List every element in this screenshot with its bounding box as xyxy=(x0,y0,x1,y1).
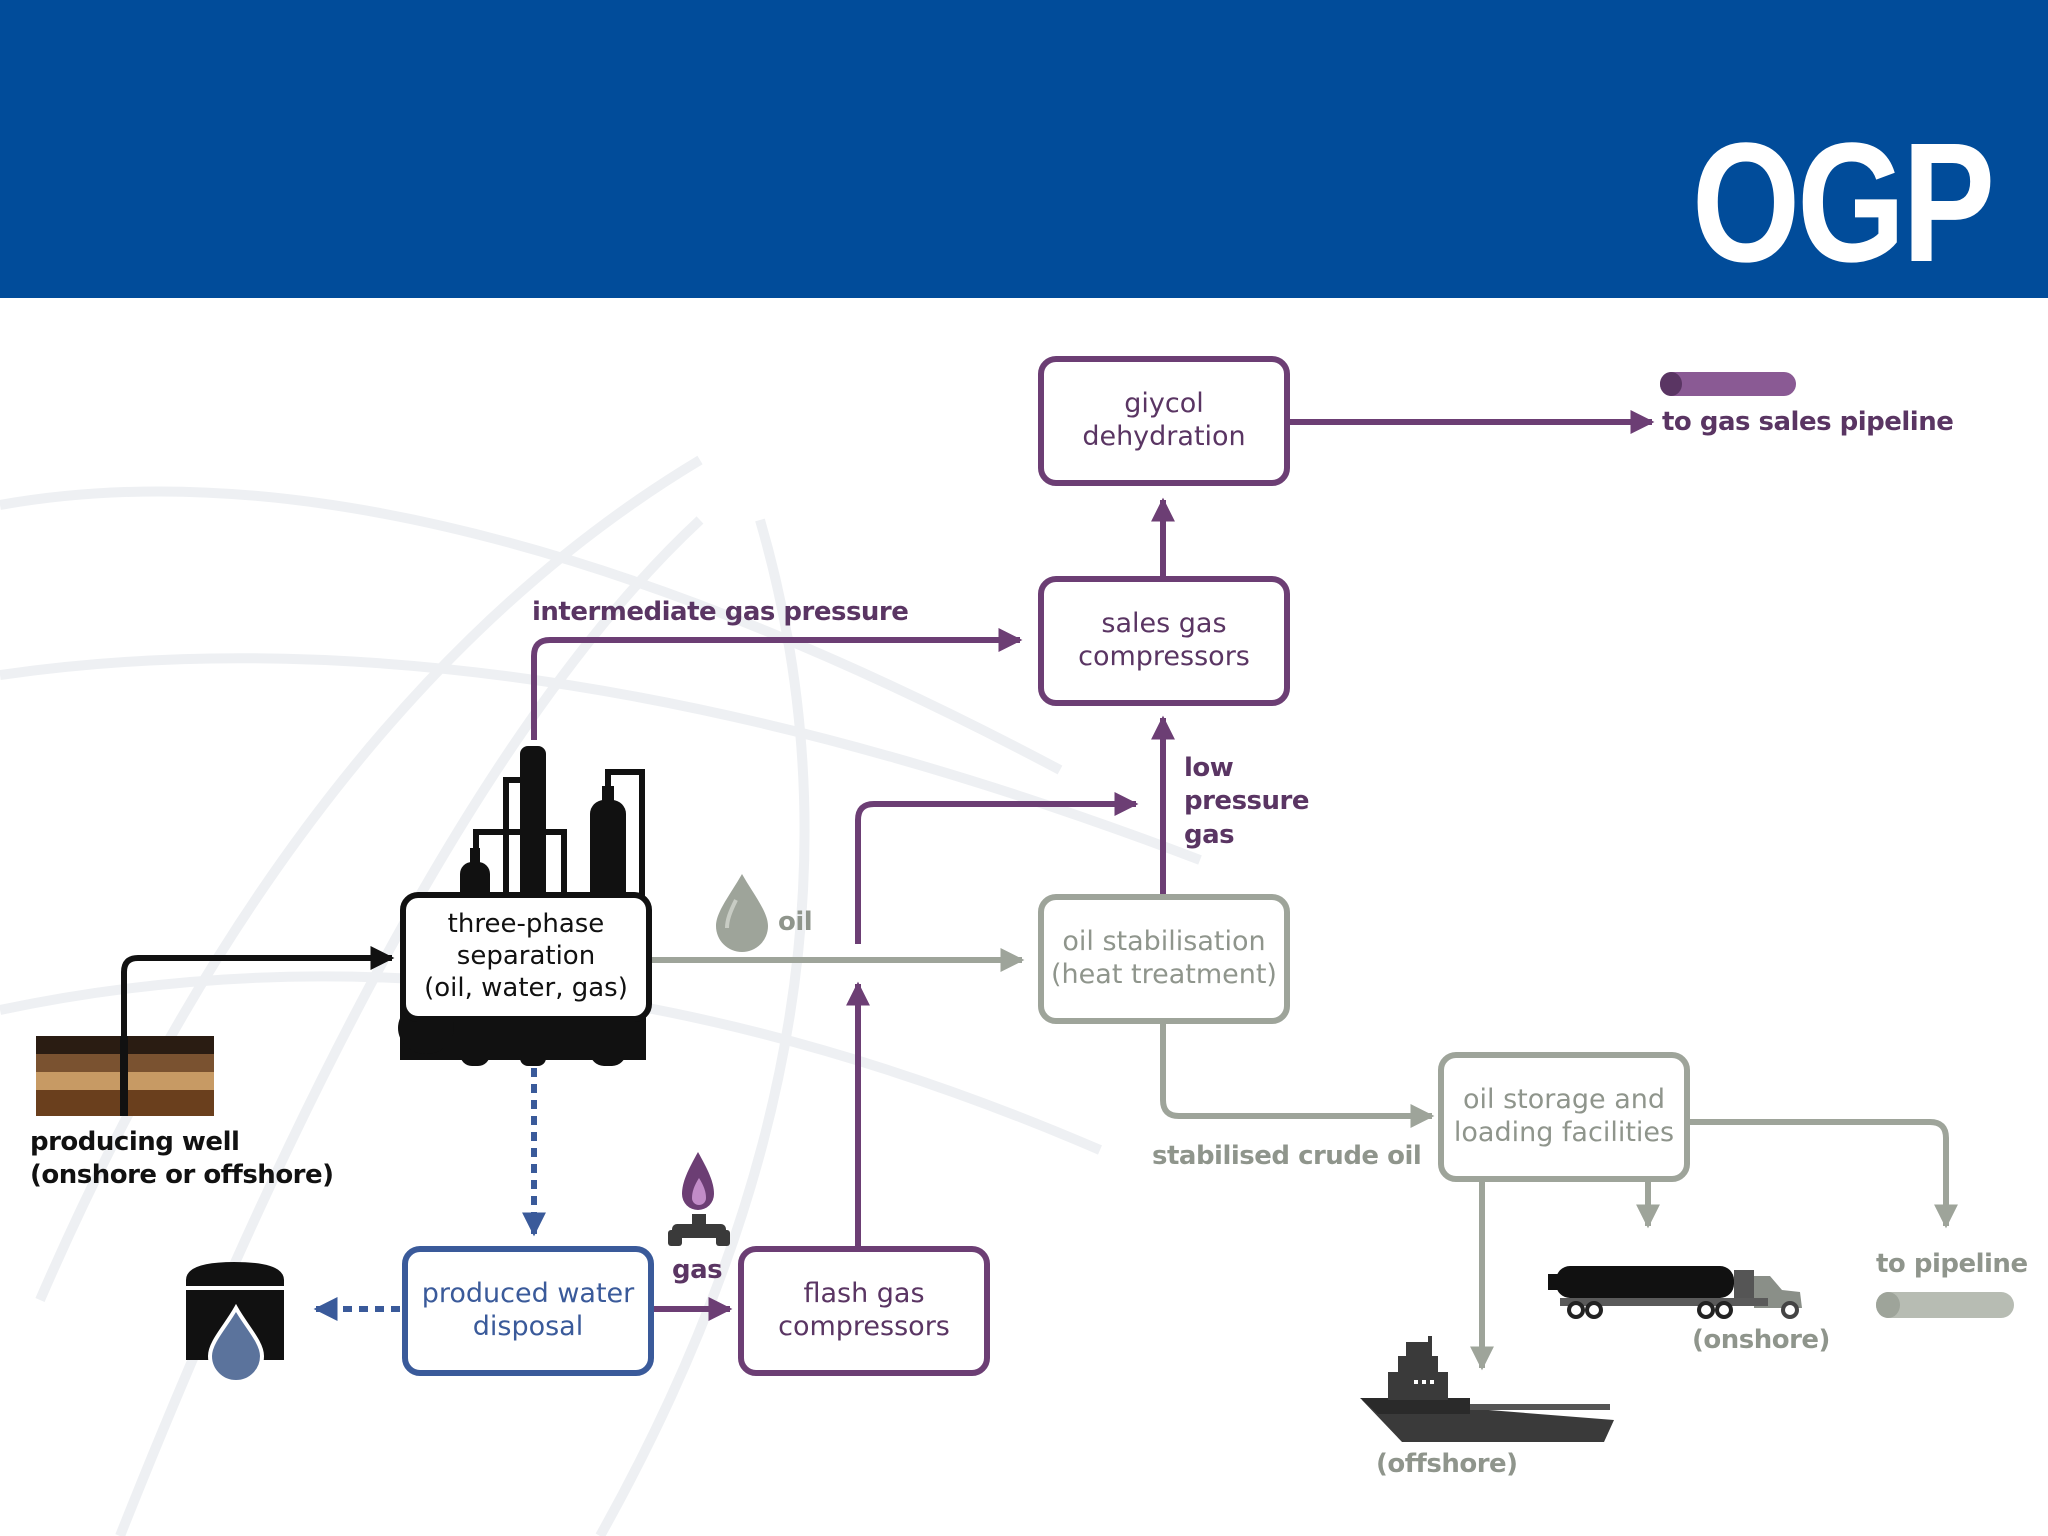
arrow-storage-to-pipeline xyxy=(1688,1119,1958,1229)
ship-icon xyxy=(1360,1336,1614,1442)
water-tank-icon xyxy=(186,1262,284,1384)
stabilised-crude-oil-label: stabilised crude oil xyxy=(1152,1141,1422,1171)
arrow-intermediate-gas xyxy=(531,628,1023,740)
header-banner: OGP xyxy=(0,0,2048,298)
oil-storage-box: oil storage and loading facilities xyxy=(1438,1052,1690,1182)
oil-label: oil xyxy=(778,907,813,937)
oil-stabilisation-box: oil stabilisation (heat treatment) xyxy=(1038,894,1290,1024)
oil-stabilisation-label: oil stabilisation (heat treatment) xyxy=(1051,926,1277,990)
produced-water-disposal-box: produced water disposal xyxy=(402,1246,654,1376)
oil-pipeline-icon xyxy=(1876,1292,2014,1318)
flash-gas-compressors-label: flash gas compressors xyxy=(778,1278,950,1342)
gas-pipeline-icon xyxy=(1660,372,1796,396)
low-pressure-gas-label: low pressure gas xyxy=(1184,753,1309,850)
sales-gas-compressors-label: sales gas compressors xyxy=(1078,608,1250,672)
producing-well-icon xyxy=(36,1036,214,1116)
offshore-label: (offshore) xyxy=(1376,1449,1518,1479)
to-gas-sales-pipeline-label: to gas sales pipeline xyxy=(1662,407,1954,437)
onshore-label: (onshore) xyxy=(1692,1325,1830,1355)
gas-label: gas xyxy=(672,1255,723,1285)
arrow-gas-to-low-pressure xyxy=(855,792,1139,944)
to-pipeline-label: to pipeline xyxy=(1876,1249,2028,1279)
oil-drop-icon xyxy=(716,874,768,952)
gas-flame-icon xyxy=(668,1152,730,1246)
produced-water-disposal-label: produced water disposal xyxy=(421,1278,635,1342)
producing-well-label: producing well (onshore or offshore) xyxy=(30,1127,334,1190)
intermediate-gas-pressure-label: intermediate gas pressure xyxy=(532,597,909,627)
sales-gas-compressors-box: sales gas compressors xyxy=(1038,576,1290,706)
glycol-dehydration-box: giycol dehydration xyxy=(1038,356,1290,486)
three-phase-separation-box: three-phase separation (oil, water, gas) xyxy=(400,892,652,1022)
arrow-well-to-separation xyxy=(121,946,395,1115)
flash-gas-compressors-box: flash gas compressors xyxy=(738,1246,990,1376)
tanker-truck-icon xyxy=(1548,1266,1802,1319)
three-phase-separation-label: three-phase separation (oil, water, gas) xyxy=(424,909,628,1003)
arrow-stabilised-crude-oil xyxy=(1160,1022,1435,1128)
oil-storage-label: oil storage and loading facilities xyxy=(1453,1084,1675,1148)
glycol-dehydration-label: giycol dehydration xyxy=(1082,388,1246,452)
ogp-logo: OGP xyxy=(1691,108,1995,298)
